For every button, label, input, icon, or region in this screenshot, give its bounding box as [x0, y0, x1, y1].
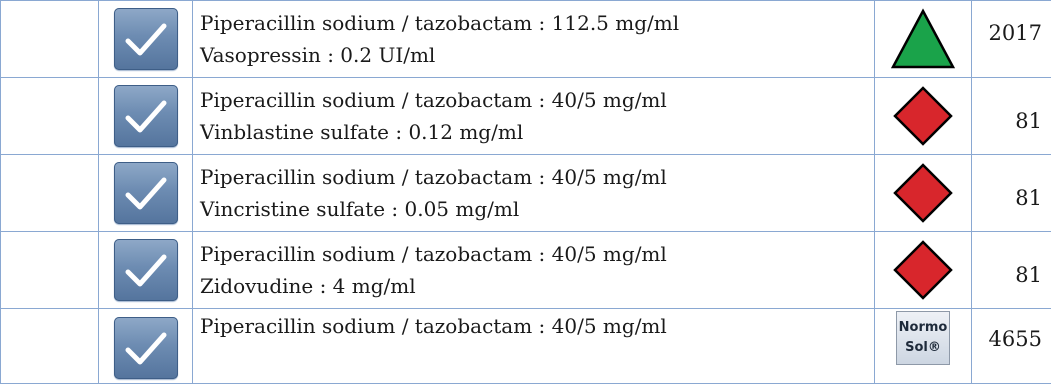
red-diamond-icon: [892, 239, 954, 301]
drug-b-label: Zidovudine : 4 mg/ml: [193, 270, 874, 302]
reference-cell[interactable]: 2017: [972, 1, 1051, 78]
normosol-badge: Normo Sol®: [896, 311, 950, 365]
checkbox-cell[interactable]: [99, 155, 193, 232]
row-spacer-cell: [1, 232, 99, 309]
compatibility-symbol-cell: [875, 232, 972, 309]
reference-number[interactable]: 81: [972, 109, 1051, 133]
drug-pair-cell: Piperacillin sodium / tazobactam : 40/5 …: [193, 78, 875, 155]
red-diamond-icon: [892, 162, 954, 224]
drug-b-label: Vinblastine sulfate : 0.12 mg/ml: [193, 116, 874, 148]
drug-b-label: Vincristine sulfate : 0.05 mg/ml: [193, 193, 874, 225]
drug-pair-cell: Piperacillin sodium / tazobactam : 40/5 …: [193, 232, 875, 309]
checkbox-cell[interactable]: [99, 232, 193, 309]
table-row: Piperacillin sodium / tazobactam : 112.5…: [1, 1, 1051, 78]
row-spacer-cell: [1, 1, 99, 78]
reference-cell[interactable]: 81: [972, 232, 1051, 309]
compatibility-symbol-cell: [875, 155, 972, 232]
table-row: Piperacillin sodium / tazobactam : 40/5 …: [1, 309, 1051, 384]
checkmark-icon: [114, 317, 178, 379]
drug-a-label: Piperacillin sodium / tazobactam : 40/5 …: [193, 238, 874, 270]
row-spacer-cell: [1, 309, 99, 384]
reference-number[interactable]: 81: [972, 186, 1051, 210]
reference-number[interactable]: 2017: [972, 21, 1051, 45]
table-row: Piperacillin sodium / tazobactam : 40/5 …: [1, 78, 1051, 155]
red-diamond-icon: [892, 85, 954, 147]
compatibility-symbol-cell: Normo Sol®: [875, 309, 972, 384]
drug-pair-cell: Piperacillin sodium / tazobactam : 40/5 …: [193, 309, 875, 384]
reference-number[interactable]: 4655: [972, 327, 1051, 351]
checkbox-cell[interactable]: [99, 78, 193, 155]
table-row: Piperacillin sodium / tazobactam : 40/5 …: [1, 232, 1051, 309]
drug-a-label: Piperacillin sodium / tazobactam : 40/5 …: [193, 84, 874, 116]
drug-a-label: Piperacillin sodium / tazobactam : 40/5 …: [193, 309, 874, 343]
badge-line-2: Sol®: [897, 338, 949, 358]
drug-pair-cell: Piperacillin sodium / tazobactam : 112.5…: [193, 1, 875, 78]
checkbox-cell[interactable]: [99, 309, 193, 384]
drug-a-label: Piperacillin sodium / tazobactam : 40/5 …: [193, 161, 874, 193]
drug-a-label: Piperacillin sodium / tazobactam : 112.5…: [193, 7, 874, 39]
reference-cell[interactable]: 81: [972, 78, 1051, 155]
checkbox-checked[interactable]: [114, 8, 178, 70]
table-row: Piperacillin sodium / tazobactam : 40/5 …: [1, 155, 1051, 232]
checkmark-icon: [114, 85, 178, 147]
reference-cell[interactable]: 81: [972, 155, 1051, 232]
row-spacer-cell: [1, 155, 99, 232]
checkbox-checked[interactable]: [114, 317, 178, 379]
reference-cell[interactable]: 4655: [972, 309, 1051, 384]
reference-number[interactable]: 81: [972, 263, 1051, 287]
drug-pair-cell: Piperacillin sodium / tazobactam : 40/5 …: [193, 155, 875, 232]
checkmark-icon: [114, 239, 178, 301]
drug-b-label: Vasopressin : 0.2 UI/ml: [193, 39, 874, 71]
checkbox-checked[interactable]: [114, 85, 178, 147]
checkbox-checked[interactable]: [114, 239, 178, 301]
compatibility-symbol-cell: [875, 1, 972, 78]
checkmark-icon: [114, 162, 178, 224]
badge-line-1: Normo: [897, 318, 949, 338]
checkmark-icon: [114, 8, 178, 70]
green-triangle-icon: [890, 8, 956, 70]
checkbox-cell[interactable]: [99, 1, 193, 78]
checkbox-checked[interactable]: [114, 162, 178, 224]
row-spacer-cell: [1, 78, 99, 155]
compatibility-symbol-cell: [875, 78, 972, 155]
